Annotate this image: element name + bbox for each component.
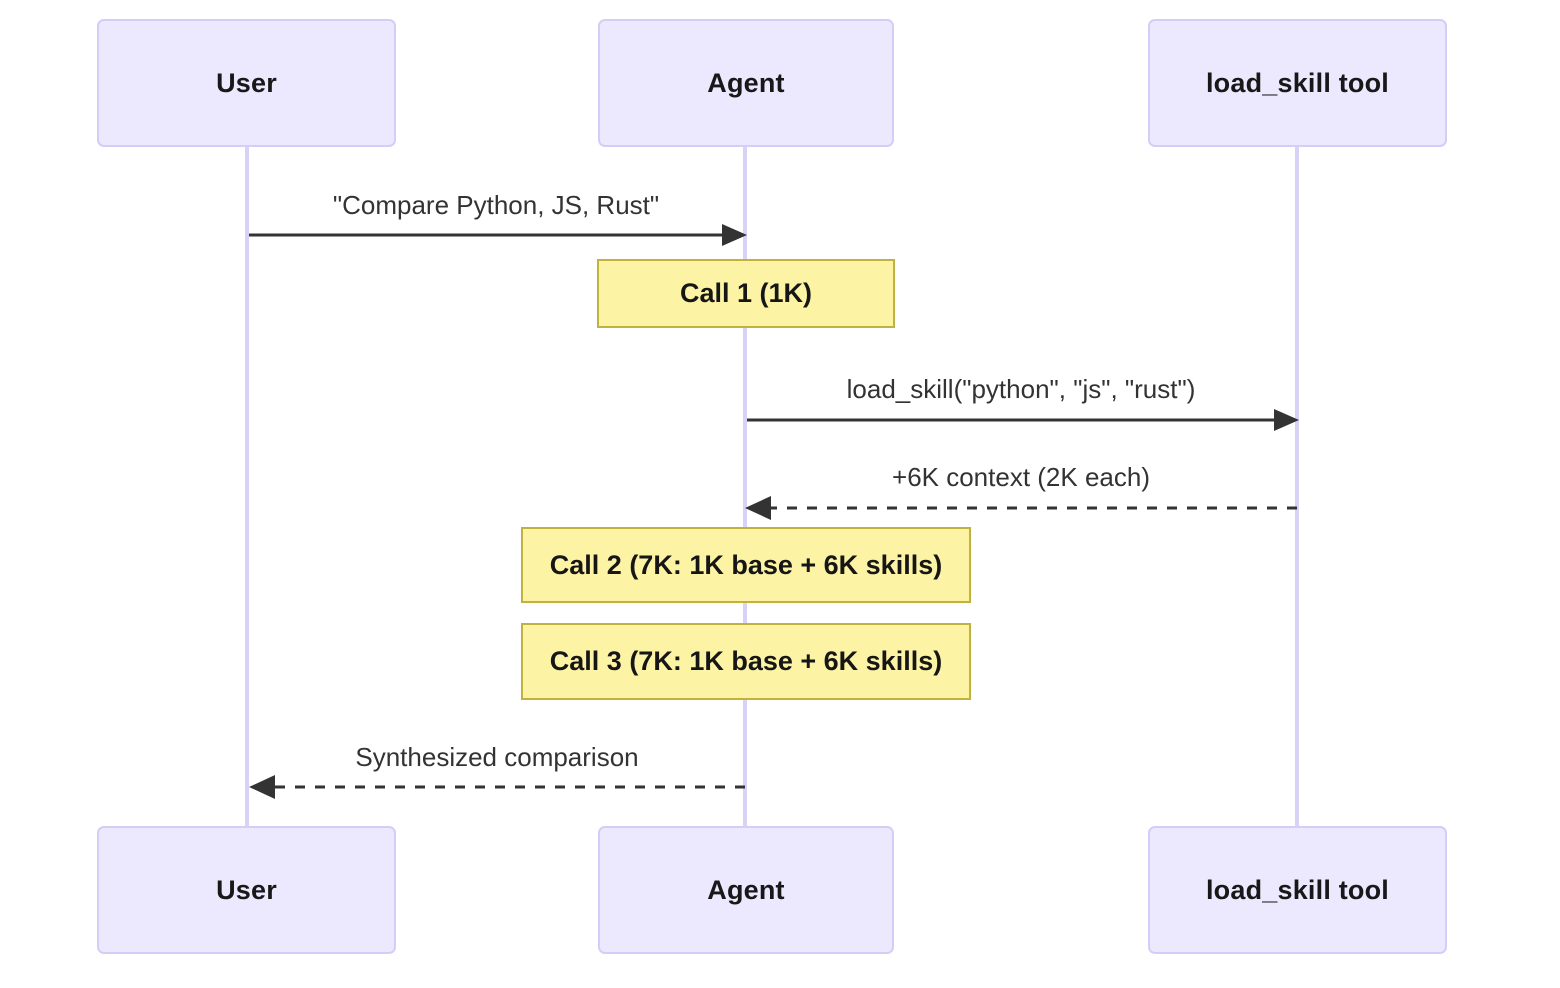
note-box-call-3[interactable]: Call 3 (7K: 1K base + 6K skills) [521, 623, 971, 700]
participant-label-load-skill-tool-top: load_skill tool [1205, 67, 1390, 98]
message-arrow-context-return [745, 496, 1297, 520]
note-box-call-1[interactable]: Call 1 (1K) [597, 259, 895, 328]
participant-label-user-bottom: User [216, 874, 277, 905]
note-label-call-2: Call 2 (7K: 1K base + 6K skills) [549, 549, 943, 580]
message-label-synthesized-comparison: Synthesized comparison [355, 742, 639, 772]
participant-box-user-bottom[interactable]: User [97, 826, 396, 954]
message-arrow-synthesized-comparison [249, 775, 745, 799]
participant-label-user-top: User [216, 67, 277, 98]
note-box-call-2[interactable]: Call 2 (7K: 1K base + 6K skills) [521, 527, 971, 603]
participant-label-load-skill-tool-bottom: load_skill tool [1205, 874, 1390, 905]
message-label-load-skill-call: load_skill("python", "js", "rust") [846, 374, 1196, 404]
message-arrow-compare-request [249, 224, 747, 246]
message-label-context-return: +6K context (2K each) [892, 462, 1150, 492]
message-label-compare-request: "Compare Python, JS, Rust" [332, 190, 660, 220]
participant-box-user-top[interactable]: User [97, 19, 396, 147]
participant-box-agent-top[interactable]: Agent [598, 19, 894, 147]
note-label-call-1: Call 1 (1K) [679, 278, 813, 308]
participant-box-agent-bottom[interactable]: Agent [598, 826, 894, 954]
message-arrow-load-skill-call [747, 409, 1299, 431]
participant-label-agent-top: Agent [707, 67, 785, 98]
participant-box-load-skill-tool-bottom[interactable]: load_skill tool [1148, 826, 1447, 954]
participant-label-agent-bottom: Agent [707, 874, 785, 905]
participant-box-load-skill-tool-top[interactable]: load_skill tool [1148, 19, 1447, 147]
note-label-call-3: Call 3 (7K: 1K base + 6K skills) [549, 646, 943, 676]
